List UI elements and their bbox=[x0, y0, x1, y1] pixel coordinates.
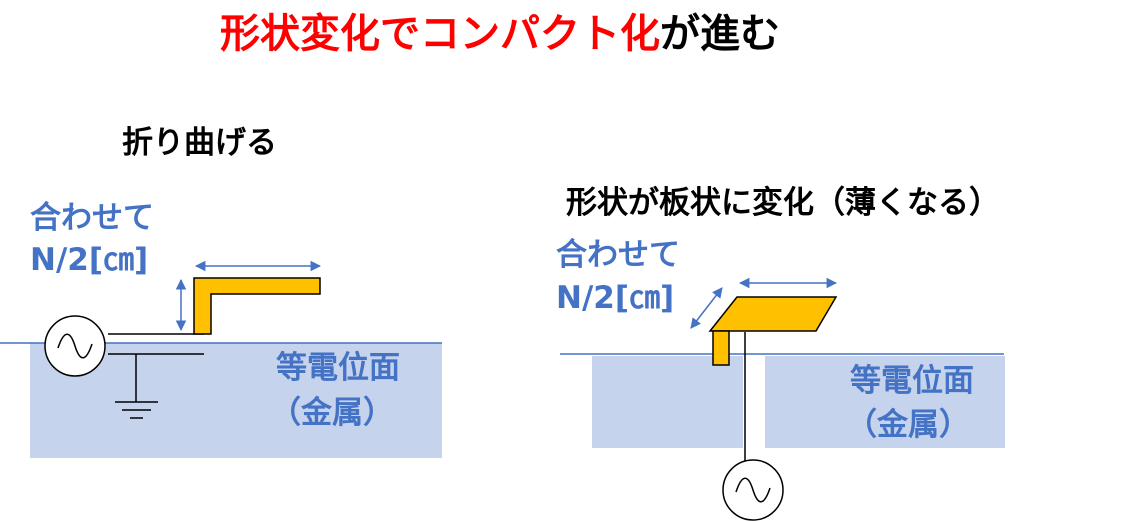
page-title: 形状変化でコンパクト化が進む bbox=[220, 14, 780, 54]
right-ground-label-line2: （金属） bbox=[846, 407, 970, 443]
left-heading: 折り曲げる bbox=[122, 125, 277, 161]
left-folded-antenna bbox=[193, 277, 321, 335]
left-ground-label-line2: （金属） bbox=[270, 395, 394, 431]
left-length-label-line2: N/2[㎝] bbox=[30, 242, 149, 278]
ac-source-icon bbox=[44, 315, 106, 377]
right-plate-antenna bbox=[708, 296, 838, 366]
right-diagonal-length-arrow bbox=[690, 287, 723, 329]
ground-symbol-icon bbox=[115, 401, 158, 419]
left-feed-wires bbox=[108, 333, 204, 402]
title-highlight: 形状変化でコンパクト化 bbox=[220, 11, 660, 57]
left-ground-label-line1: 等電位面 bbox=[276, 350, 400, 386]
right-length-label-line2: N/2[㎝] bbox=[556, 280, 675, 316]
right-heading: 形状が板状に変化（薄くなる） bbox=[566, 185, 1000, 221]
left-length-label-line1: 合わせて bbox=[30, 200, 154, 236]
right-length-label-line1: 合わせて bbox=[556, 237, 680, 273]
right-ground-label-line1: 等電位面 bbox=[850, 363, 974, 399]
right-ground-plane bbox=[560, 353, 1005, 448]
title-rest: が進む bbox=[660, 11, 780, 57]
ac-source-icon bbox=[722, 459, 784, 521]
